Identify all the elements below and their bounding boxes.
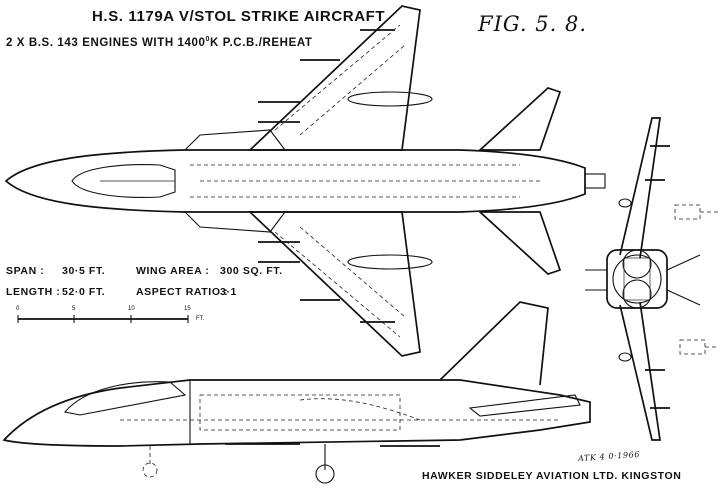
front-intake-box [606, 249, 668, 309]
front-wing-upper [619, 117, 661, 259]
length-label: LENGTH : [6, 286, 61, 298]
span-label: SPAN : [6, 265, 45, 277]
degree-superscript: 0 [205, 36, 211, 43]
engines-subtitle: 2 X B.S. 143 ENGINES WITH 14000K P.C.B./… [6, 36, 313, 49]
span-value: 30·5 FT. [62, 265, 106, 277]
scale-bar [17, 315, 189, 323]
aspect-ratio-value: 3·1 [220, 286, 237, 298]
plan-drop-tank-lower [347, 254, 433, 270]
plan-wing-upper [247, 5, 421, 151]
scale-tick-5: 5 [72, 306, 76, 312]
scale-tick-0: 0 [16, 306, 20, 312]
scale-unit: FT. [196, 316, 205, 322]
plan-fuselage [4, 149, 586, 213]
manufacturer-credit: HAWKER SIDDELEY AVIATION LTD. KINGSTON [422, 470, 682, 482]
side-view [2, 301, 591, 484]
drawing-title: H.S. 1179A V/STOL STRIKE AIRCRAFT [92, 8, 386, 25]
wing-area-label: WING AREA : [136, 265, 210, 277]
aspect-ratio-label: ASPECT RATIO : [136, 286, 229, 298]
side-nose-wheel [315, 464, 335, 484]
figure-label: FIG. 5. 8. [478, 12, 587, 36]
plan-drop-tank-upper [347, 91, 433, 107]
engines-prefix: 2 X B.S. 143 ENGINES WITH 1400 [6, 36, 206, 49]
front-wing-lower [619, 301, 661, 441]
engines-suffix: K P.C.B./REHEAT [210, 36, 313, 49]
wing-area-value: 300 SQ. FT. [220, 265, 283, 277]
plan-wing-lower [247, 211, 421, 357]
side-fin [439, 301, 549, 386]
side-canopy [63, 381, 187, 416]
side-fuselage [2, 379, 591, 447]
front-view [585, 117, 718, 441]
plan-view [4, 5, 606, 357]
length-value: 52·0 FT. [62, 286, 106, 298]
plan-tailplane-lower [477, 211, 562, 275]
scale-tick-10: 10 [128, 306, 135, 312]
scale-tick-15: 15 [184, 306, 191, 312]
plan-tailplane-upper [477, 87, 562, 151]
